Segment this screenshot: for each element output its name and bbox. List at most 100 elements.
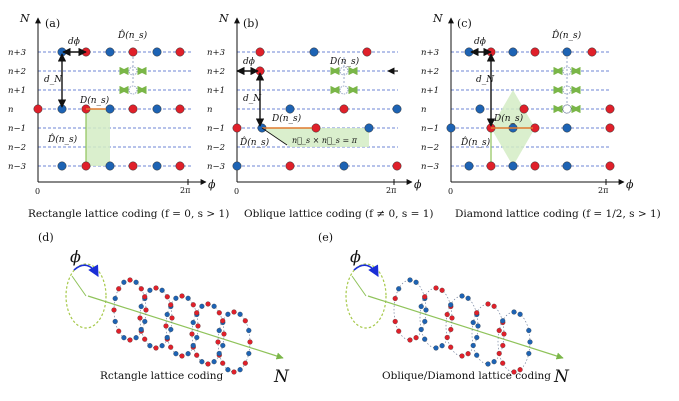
lattice-point-14 (392, 161, 402, 171)
helix-point (418, 326, 424, 333)
helix-point (116, 286, 122, 292)
y-tick-label-4: n−1 (421, 124, 439, 134)
helix-point (147, 343, 153, 349)
helix-point (237, 311, 243, 317)
helix-point (396, 286, 402, 292)
helix-point (491, 359, 497, 365)
helix-point (500, 318, 506, 324)
helix-point (500, 342, 506, 349)
panel-label: (b) (243, 17, 259, 30)
y-tick-label-5: n−2 (421, 143, 439, 153)
set-hat-top-label: D̂(n_s) (117, 29, 148, 41)
panel-label: (c) (457, 17, 472, 30)
helix-point (153, 285, 159, 291)
lattice-point-11 (232, 161, 242, 171)
set-hat-label: D̂(n_s) (47, 133, 78, 145)
helix-point (465, 351, 471, 357)
lattice-point-7 (519, 104, 529, 114)
lattice-point-1 (309, 47, 319, 57)
helix-point (237, 367, 243, 373)
helix-point (185, 351, 191, 357)
panel-label: (d) (38, 231, 54, 244)
helix-point (422, 294, 428, 300)
helix-point (422, 336, 428, 342)
lattice-point-4 (562, 47, 572, 57)
caption-b-text: Oblique lattice coding (244, 208, 362, 220)
lattice-point-10 (446, 123, 456, 133)
lattice-point-6 (33, 104, 43, 114)
helix-point (439, 287, 445, 293)
helix-point (413, 335, 419, 341)
n-axis (87, 295, 284, 360)
helix-panels: (d)ϕN(e)ϕN (38, 231, 570, 387)
helix-point (407, 277, 413, 283)
helix-point (231, 369, 237, 375)
helix-point (470, 319, 476, 326)
helix-point (500, 360, 506, 366)
y-tick-label-6: n−3 (421, 162, 439, 172)
helix-point (526, 327, 532, 334)
lattice-point-13 (57, 161, 67, 171)
helix-point (448, 326, 454, 333)
helix-point (225, 311, 231, 317)
helix-point (137, 315, 143, 321)
helix-point (496, 327, 502, 334)
helix-point (142, 318, 148, 325)
x-tick-label-0: 0 (448, 187, 453, 196)
lattice-point-18 (508, 161, 518, 171)
lattice-point-9 (605, 104, 615, 114)
helix-point (133, 335, 139, 341)
helix-point (133, 279, 139, 285)
x-tick-label-2pi: 2π (598, 186, 608, 195)
lattice-point-18 (175, 161, 185, 171)
helix-point (164, 311, 170, 318)
helix-point (511, 309, 517, 315)
helix-point (439, 343, 445, 349)
n-symbol: N (553, 367, 570, 387)
lattice-point-2 (105, 47, 115, 57)
helix-point (194, 310, 200, 316)
x-axis-title: ϕ (626, 178, 634, 191)
lattice-point-17 (152, 161, 162, 171)
helix-point (112, 318, 118, 325)
helix-point (475, 323, 481, 329)
phase-circle (65, 263, 107, 329)
helix-point (111, 307, 117, 313)
cross-product-label: n⃗_s × n⃗_s = π (292, 136, 358, 145)
helix-point (474, 352, 480, 358)
helix-point (138, 326, 144, 333)
y-tick-label-2: n+1 (207, 86, 225, 96)
helix-point (127, 337, 133, 343)
n-axis (367, 295, 564, 360)
phase-symbol: ϕ (70, 247, 81, 266)
lattice-point-10 (128, 104, 138, 114)
lattice-point-4 (152, 47, 162, 57)
radius-line (351, 275, 367, 297)
y-tick-label-3: n (8, 105, 13, 115)
lattice-point-3 (128, 47, 138, 57)
n-symbol: N (273, 367, 290, 387)
lattice-point-14 (562, 123, 572, 133)
lattice-point-19 (530, 161, 540, 171)
helix-point (485, 361, 491, 367)
x-tick-label-0: 0 (234, 187, 239, 196)
lattice-point-2 (508, 47, 518, 57)
lattice-point-11 (152, 104, 162, 114)
helix-point (164, 334, 170, 341)
helix-point (413, 279, 419, 285)
set-top-label: D(n_s) (329, 56, 360, 67)
phase-label: dϕ (474, 37, 486, 47)
lattice-point-9 (105, 104, 115, 114)
lattice-point-12 (175, 104, 185, 114)
y-tick-label-6: n−3 (8, 162, 26, 172)
helix-point (179, 353, 185, 359)
x-axis-title: ϕ (208, 178, 216, 191)
helix-point (194, 352, 200, 358)
helix-point (199, 359, 205, 365)
helix-point (220, 342, 226, 349)
helix-point (190, 302, 196, 308)
lattice-point-16 (128, 161, 138, 171)
